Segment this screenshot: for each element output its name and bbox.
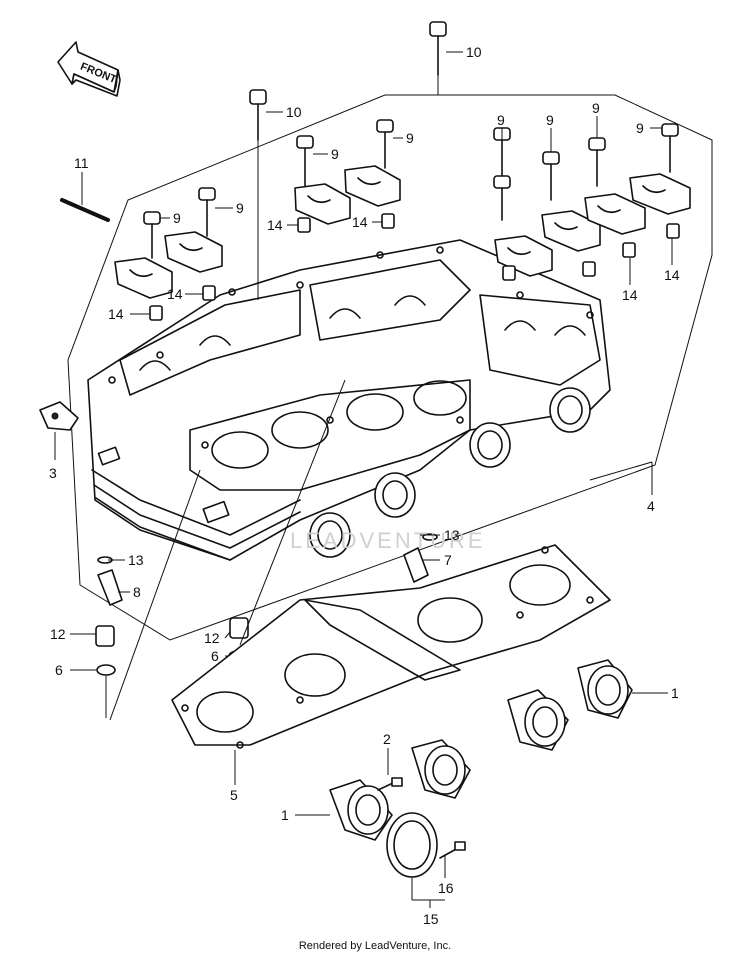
hose-clamp	[377, 777, 466, 878]
callout-11: 11	[74, 155, 89, 171]
callout-9: 9	[331, 146, 339, 162]
callout-10: 10	[286, 104, 302, 120]
watermark: LEADVENTURE	[290, 528, 486, 553]
cap-bolts	[60, 21, 679, 300]
callout-1: 1	[281, 807, 289, 823]
front-arrow-icon: FRONT	[57, 41, 121, 97]
callout-7: 7	[444, 552, 452, 568]
callout-2: 2	[383, 731, 391, 747]
end-cap-part-3	[39, 401, 79, 431]
callout-labels: 10 10 9 9 9 9 9 9 9 9 11 14 14 14 14 14 …	[49, 44, 680, 927]
callout-14: 14	[108, 306, 124, 322]
callout-9: 9	[546, 112, 554, 128]
callout-14: 14	[267, 217, 283, 233]
callout-9: 9	[173, 210, 181, 226]
callout-9: 9	[636, 120, 644, 136]
callout-14: 14	[352, 214, 368, 230]
callout-5: 5	[230, 787, 238, 803]
footer-credit: Rendered by LeadVenture, Inc.	[298, 940, 452, 952]
valve-guides	[97, 533, 438, 606]
callout-13: 13	[128, 552, 144, 568]
callout-13: 13	[444, 527, 460, 543]
callout-14: 14	[622, 287, 638, 303]
callout-15: 15	[423, 911, 439, 927]
camshaft-cap-upper-mid	[294, 165, 401, 225]
callout-14: 14	[664, 267, 680, 283]
callout-14: 14	[167, 286, 183, 302]
callout-6: 6	[211, 648, 219, 664]
callout-12: 12	[204, 630, 220, 646]
dowel-pins	[149, 213, 680, 321]
callout-4: 4	[647, 498, 655, 514]
callout-6: 6	[55, 662, 63, 678]
callout-9: 9	[236, 200, 244, 216]
callout-9: 9	[497, 112, 505, 128]
callout-9: 9	[406, 130, 414, 146]
callout-leaders	[54, 51, 673, 908]
camshaft-cap-left	[114, 231, 223, 299]
callout-16: 16	[438, 880, 454, 896]
callout-10: 10	[466, 44, 482, 60]
callout-8: 8	[133, 584, 141, 600]
carburetor-holders	[329, 659, 633, 841]
callout-12: 12	[50, 626, 66, 642]
camshaft-cap-right	[494, 173, 691, 277]
callout-9: 9	[592, 100, 600, 116]
head-gasket	[171, 544, 611, 749]
callout-3: 3	[49, 465, 57, 481]
cylinder-head	[87, 239, 611, 561]
callout-1: 1	[671, 685, 679, 701]
